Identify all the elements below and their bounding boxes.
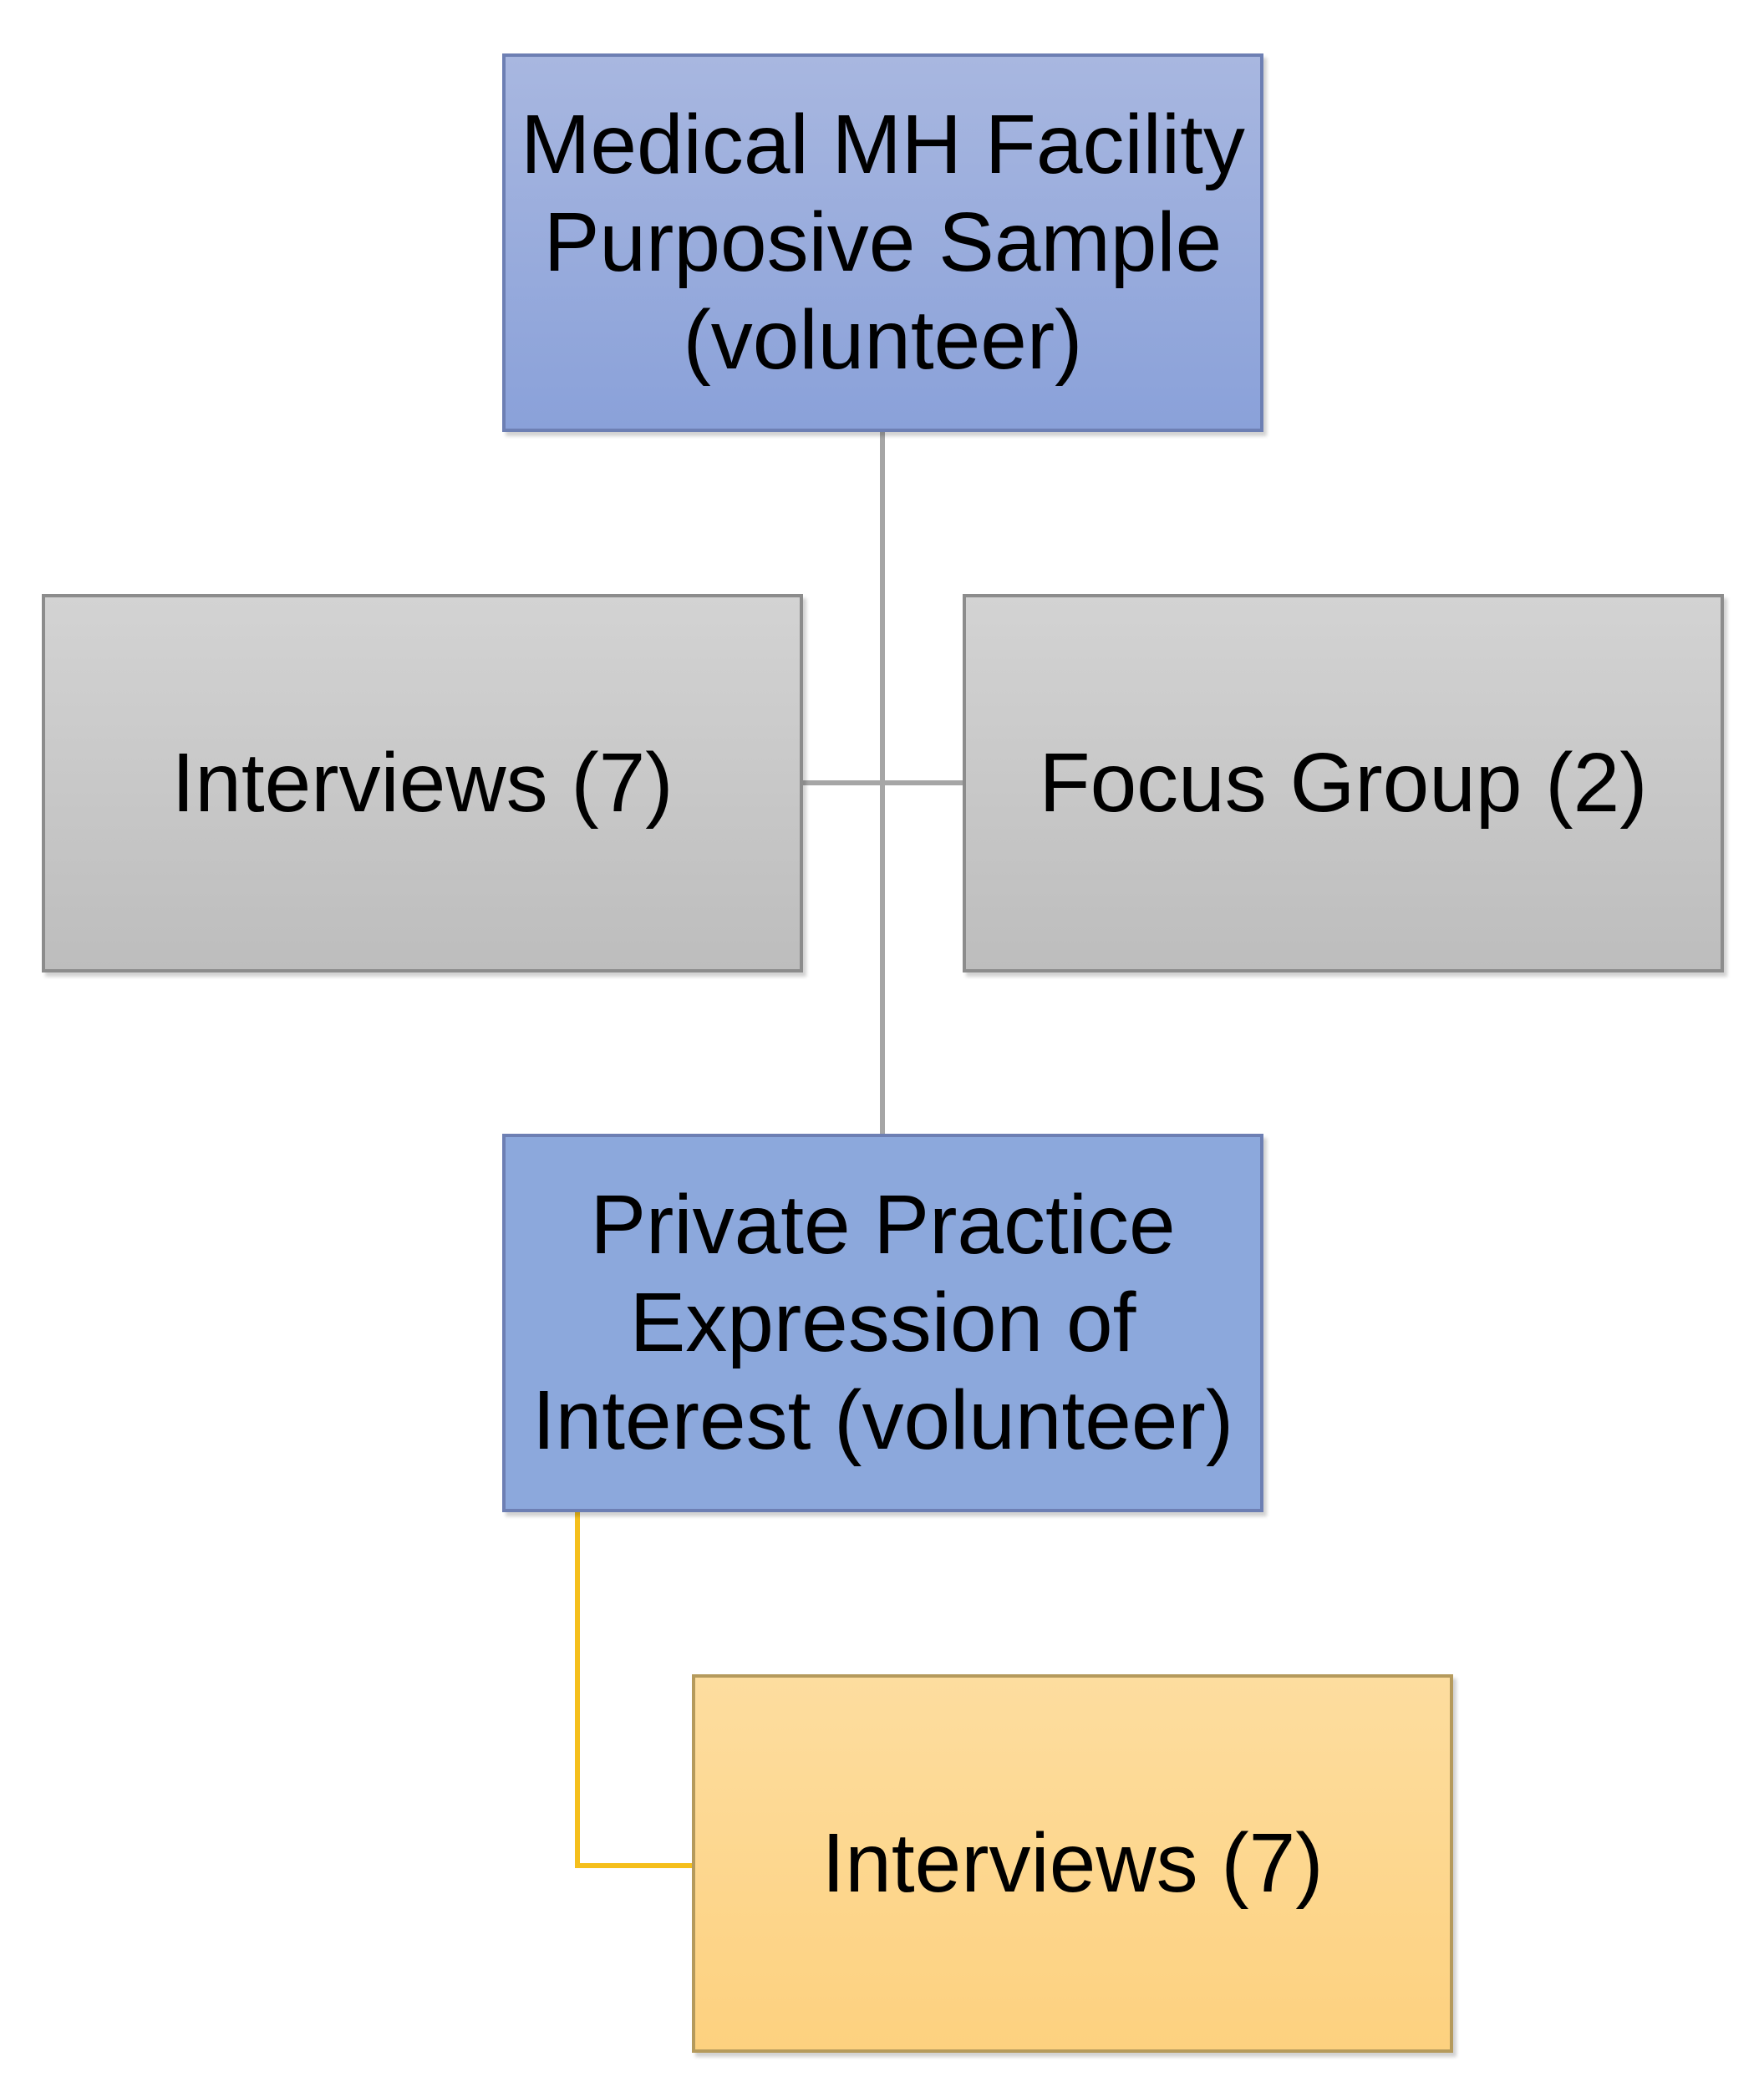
medical-mh-facility-text: Medical MH Facility Purposive Sample (vo… [521, 96, 1245, 389]
box-line: Expression of [629, 1276, 1136, 1369]
box-line: Purposive Sample [543, 196, 1223, 289]
box-line: Private Practice [590, 1178, 1176, 1272]
interviews-box-private-practice: Interviews (7) [692, 1674, 1453, 2053]
connector-to-interviews [803, 780, 882, 785]
interviews-label: Interviews (7) [171, 736, 674, 830]
elbow-connector-vertical [575, 1512, 580, 1868]
medical-mh-facility-box: Medical MH Facility Purposive Sample (vo… [502, 53, 1263, 432]
elbow-connector-horizontal [575, 1863, 692, 1868]
box-line: (volunteer) [683, 293, 1083, 387]
private-practice-text: Private Practice Expression of Interest … [532, 1176, 1233, 1470]
private-practice-box: Private Practice Expression of Interest … [502, 1134, 1263, 1512]
focus-group-box: Focus Group (2) [963, 594, 1724, 972]
connector-to-focus-group [882, 780, 963, 785]
box-line: Interest (volunteer) [531, 1374, 1234, 1467]
box-line: Medical MH Facility [521, 98, 1245, 191]
focus-group-label: Focus Group (2) [1039, 736, 1648, 830]
interviews-label: Interviews (7) [821, 1816, 1324, 1910]
interviews-box-facility: Interviews (7) [42, 594, 803, 972]
